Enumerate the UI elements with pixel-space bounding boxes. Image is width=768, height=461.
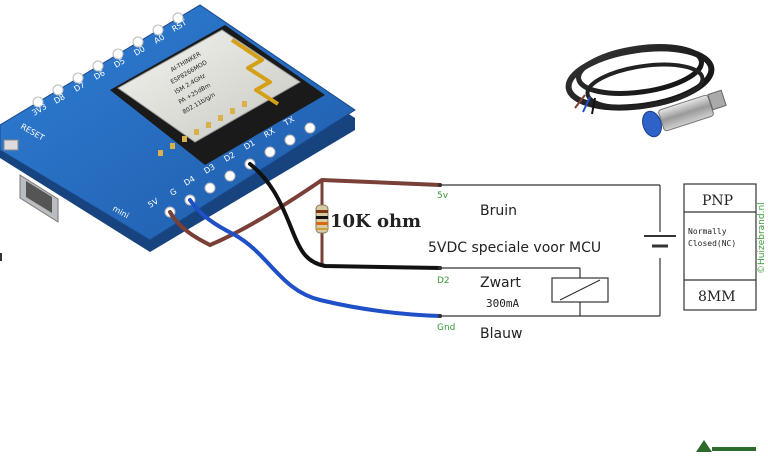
terminal-dot: [438, 266, 442, 270]
pin-label: G: [168, 187, 178, 198]
sensor-mode-line2: Closed(NC): [688, 239, 736, 248]
logo-icon: [693, 436, 759, 456]
terminal-label-gnd: Gnd: [437, 323, 455, 333]
usb-connector: [19, 174, 59, 223]
wemos-d1-mini-board: RESET mini 3V3 D8 D7 D6 D5 D0 A0 RST: [0, 4, 356, 252]
terminal-label-d2: D2: [437, 276, 450, 286]
black-wire: [248, 162, 442, 270]
sensor-spec-box: [683, 183, 757, 311]
sensor-size: 8MM: [698, 289, 736, 305]
battery-symbol: [644, 235, 676, 248]
load-label: 300mA: [486, 297, 519, 310]
brown-wire: [168, 177, 442, 248]
wire-name-brown: Bruin: [480, 203, 517, 219]
watermark: ©Huizebrand.nl: [757, 202, 767, 274]
sensor-type: PNP: [702, 193, 733, 209]
edge-mark: [0, 253, 2, 261]
top-pin-row: [32, 12, 184, 108]
reset-button: [3, 139, 19, 151]
terminal-label-5v: 5v: [437, 191, 449, 201]
blue-wire: [188, 198, 442, 318]
load-symbol: [551, 277, 609, 303]
esp8266-module: AI-THINKER ESP8266MOD ISM 2.4GHz PA +25d…: [110, 25, 325, 165]
sensor-mode-line1: Normally: [688, 227, 727, 236]
bottom-pin-labels: 5V G D4 D3 D2 D1 RX TX: [146, 114, 296, 209]
supply-label: 5VDC speciale voor MCU: [428, 240, 601, 256]
resistor-label: 10K ohm: [330, 211, 421, 232]
wire-name-black: Zwart: [480, 275, 521, 291]
resistor: [315, 204, 329, 234]
chip-text: AI-THINKER ESP8266MOD ISM 2.4GHz PA +25d…: [170, 51, 217, 116]
wire-name-blue: Blauw: [480, 326, 522, 342]
terminal-dot: [438, 314, 442, 318]
schematic: [440, 184, 661, 317]
proximity-sensor-image: [565, 44, 727, 138]
terminal-dot: [438, 183, 442, 187]
